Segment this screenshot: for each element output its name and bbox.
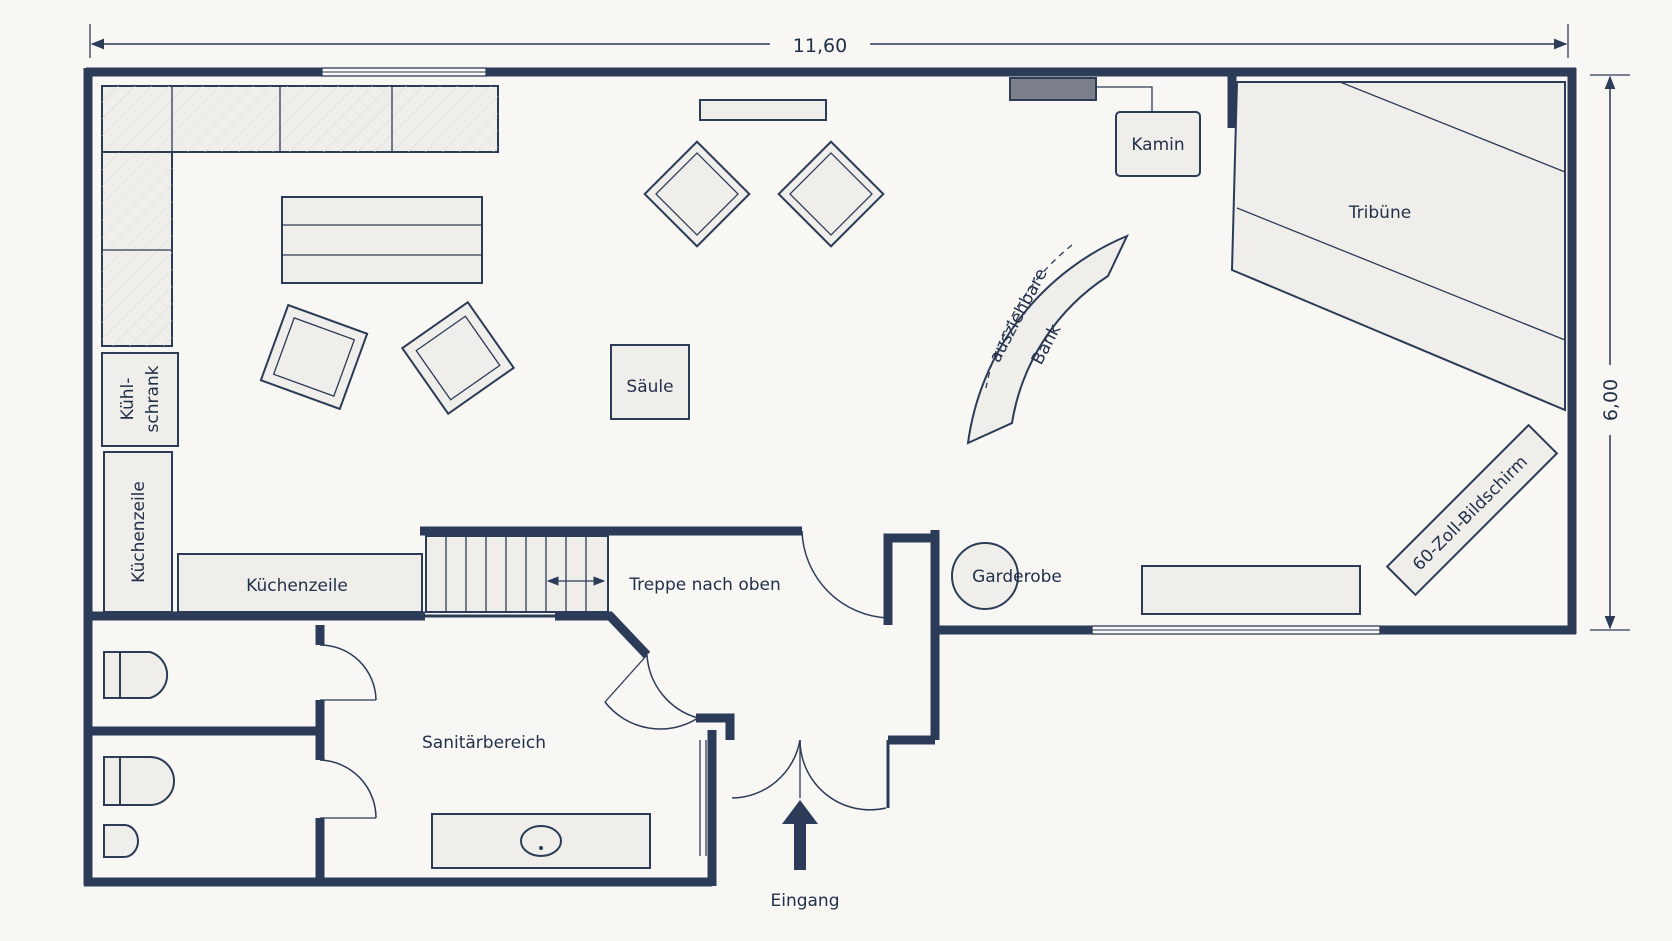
armchair: [259, 303, 369, 411]
tribune-label: Tribüne: [1348, 203, 1411, 223]
stairs-label: Treppe nach oben: [628, 575, 781, 595]
column-label: Säule: [626, 377, 673, 397]
extendable-bench: [966, 234, 1130, 445]
door-swings: [319, 530, 889, 819]
staircase: [425, 535, 609, 613]
wardrobe-label: Garderobe: [972, 567, 1062, 587]
tribune: [1230, 81, 1566, 412]
kitchen-counter-vertical: [103, 451, 173, 613]
width-dimension-label: 11,60: [793, 35, 847, 57]
kitchen-counter-horizontal-label: Küchenzeile: [246, 576, 348, 596]
fridge-label-2: schrank: [143, 365, 163, 432]
width-dimension: [89, 24, 1569, 58]
toilet: [103, 756, 175, 806]
dining-table: [281, 196, 483, 284]
armchair: [400, 300, 516, 416]
tv-screen-label: 60-Zoll-Bildschirm: [1409, 452, 1532, 575]
fridge-label-1: Kühl-: [118, 378, 138, 421]
walls: [83, 67, 1577, 887]
wardrobe: [951, 542, 1019, 610]
kitchen-counter-vertical-label: Küchenzeile: [129, 481, 149, 583]
column: [610, 344, 690, 420]
entrance-arrow-icon: [782, 800, 818, 870]
fireplace-label: Kamin: [1131, 135, 1184, 155]
wall-shelf: [699, 99, 827, 121]
toilet: [103, 651, 169, 699]
urinal: [103, 824, 139, 858]
sanitary-label: Sanitärbereich: [422, 733, 546, 753]
armchair: [777, 140, 885, 248]
height-dimension-label: 6,00: [1600, 379, 1622, 421]
kitchen-counter-horizontal: [177, 553, 423, 613]
fireplace: [1009, 77, 1201, 177]
kitchen-corner-units: [101, 85, 499, 347]
armchair: [643, 140, 751, 248]
sideboard: [1141, 565, 1361, 615]
tv-screen: [1385, 423, 1559, 597]
height-dimension: [1590, 74, 1630, 631]
entrance-label: Eingang: [770, 891, 839, 911]
fridge: [101, 352, 179, 447]
washbasin-counter: [431, 813, 651, 869]
